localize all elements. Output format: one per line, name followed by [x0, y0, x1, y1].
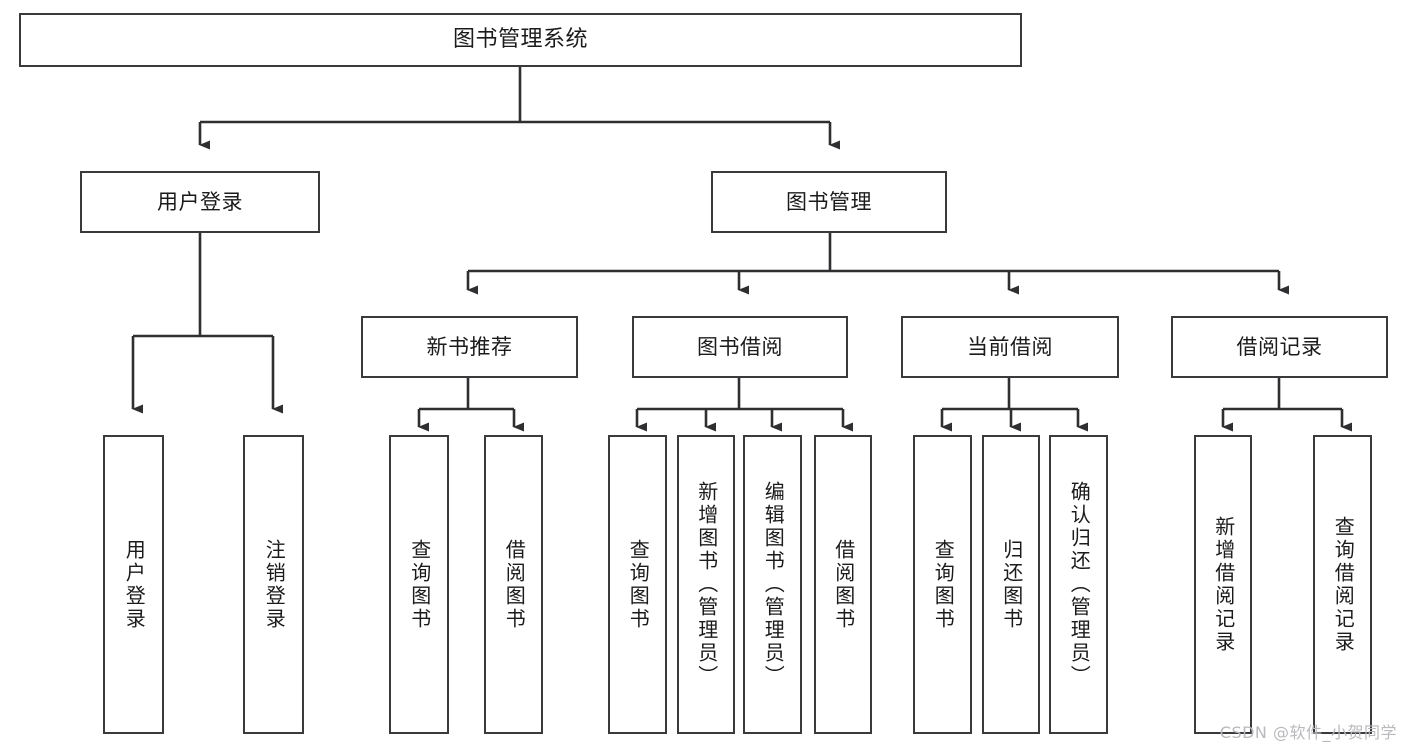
node-leaf-confirm-return[interactable]: 确认归还（管理员） [1049, 435, 1108, 734]
node-leaf-query-record-label: 查询借阅记录 [1331, 515, 1356, 654]
node-leaf-logout-label: 注销登录 [262, 538, 287, 631]
node-book-borrow[interactable]: 图书借阅 [632, 316, 848, 378]
node-leaf-borrow-book-rec-label: 借阅图书 [502, 538, 527, 631]
node-leaf-add-record[interactable]: 新增借阅记录 [1194, 435, 1252, 734]
node-new-book-rec-label: 新书推荐 [426, 334, 513, 359]
node-leaf-query-book-bor-label: 查询图书 [626, 538, 651, 631]
node-leaf-return-book-label: 归还图书 [999, 538, 1024, 631]
node-leaf-edit-book-label: 编辑图书（管理员） [761, 481, 786, 688]
node-leaf-query-book-cur-label: 查询图书 [931, 538, 956, 631]
node-current-borrow[interactable]: 当前借阅 [901, 316, 1119, 378]
node-leaf-user-login-label: 用户登录 [122, 538, 147, 631]
node-leaf-add-book[interactable]: 新增图书（管理员） [677, 435, 735, 734]
node-leaf-logout[interactable]: 注销登录 [243, 435, 304, 734]
node-borrow-record[interactable]: 借阅记录 [1171, 316, 1388, 378]
node-leaf-query-record[interactable]: 查询借阅记录 [1313, 435, 1372, 734]
node-book-borrow-label: 图书借阅 [697, 334, 783, 359]
node-leaf-query-book-rec[interactable]: 查询图书 [389, 435, 449, 734]
node-leaf-return-book[interactable]: 归还图书 [982, 435, 1040, 734]
node-book-manage-label: 图书管理 [786, 189, 872, 214]
node-root-label: 图书管理系统 [452, 27, 588, 53]
node-leaf-query-book-rec-label: 查询图书 [407, 538, 432, 631]
node-borrow-record-label: 借阅记录 [1236, 334, 1323, 359]
node-leaf-add-book-label: 新增图书（管理员） [694, 481, 719, 688]
node-leaf-edit-book[interactable]: 编辑图书（管理员） [743, 435, 802, 734]
node-leaf-borrow-book-bor-label: 借阅图书 [831, 538, 856, 631]
node-leaf-borrow-book-bor[interactable]: 借阅图书 [814, 435, 872, 734]
node-leaf-user-login[interactable]: 用户登录 [103, 435, 164, 734]
node-leaf-confirm-return-label: 确认归还（管理员） [1067, 481, 1092, 688]
node-current-borrow-label: 当前借阅 [967, 334, 1053, 359]
node-leaf-query-book-bor[interactable]: 查询图书 [608, 435, 667, 734]
node-new-book-rec[interactable]: 新书推荐 [361, 316, 578, 378]
node-user-login[interactable]: 用户登录 [80, 171, 320, 233]
node-user-login-label: 用户登录 [157, 189, 243, 214]
node-leaf-add-record-label: 新增借阅记录 [1211, 515, 1236, 654]
node-book-manage[interactable]: 图书管理 [711, 171, 947, 233]
node-leaf-query-book-cur[interactable]: 查询图书 [913, 435, 972, 734]
node-leaf-borrow-book-rec[interactable]: 借阅图书 [484, 435, 543, 734]
node-root[interactable]: 图书管理系统 [19, 13, 1022, 67]
